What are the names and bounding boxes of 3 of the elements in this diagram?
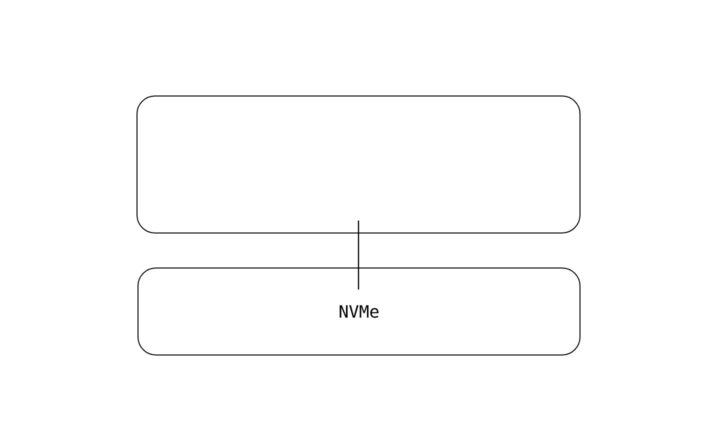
rounded-box <box>136 96 580 234</box>
process-box: NVMe <box>138 268 580 356</box>
connector-line <box>358 220 360 290</box>
